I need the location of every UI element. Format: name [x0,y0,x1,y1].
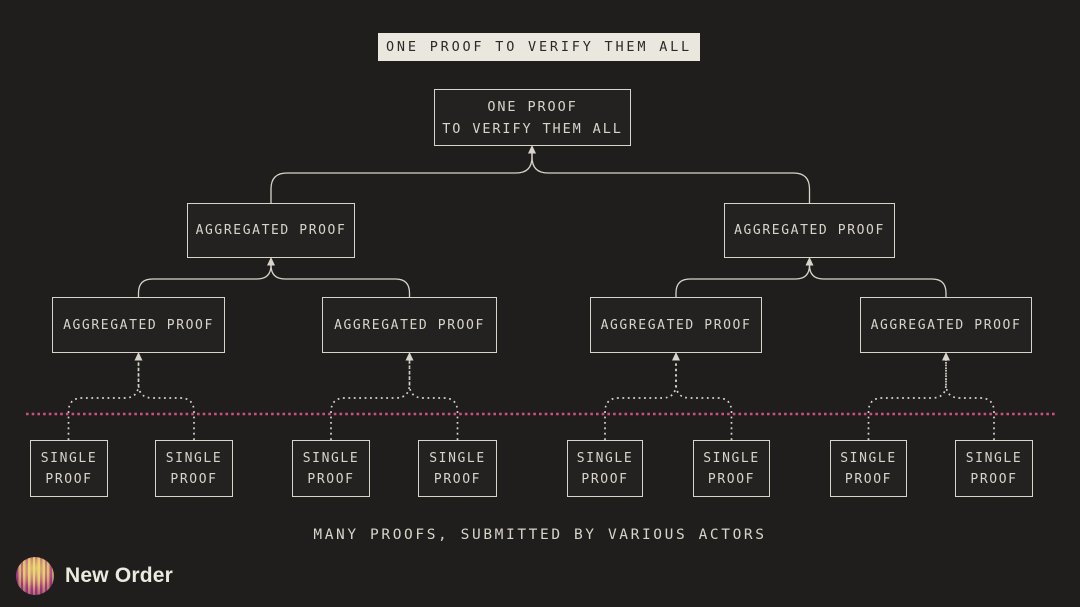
node-label: SINGLE [576,450,634,466]
node-single-proof-8: SINGLE PROOF [955,440,1033,497]
node-aggregated-proof-l3-2: AGGREGATED PROOF [322,297,497,353]
node-single-proof-6: SINGLE PROOF [693,440,770,497]
node-label: AGGREGATED PROOF [870,317,1022,333]
node-label: PROOF [307,471,355,487]
logo: New Order [16,556,173,596]
node-single-proof-7: SINGLE PROOF [830,440,907,497]
node-label: PROOF [45,471,93,487]
node-label: PROOF [581,471,629,487]
node-label: SINGLE [302,450,360,466]
caption: MANY PROOFS, SUBMITTED BY VARIOUS ACTORS [313,527,767,543]
node-label: AGGREGATED PROOF [600,317,752,333]
node-label: PROOF [707,471,756,487]
node-aggregated-proof-l3-3: AGGREGATED PROOF [590,297,762,353]
new-order-logo-icon [16,557,54,595]
logo-text: New Order [65,564,173,587]
node-single-proof-1: SINGLE PROOF [30,440,108,497]
node-label: SINGLE [703,450,760,466]
node-label: PROOF [433,471,482,487]
node-label: SINGLE [840,450,897,466]
node-label: AGGREGATED PROOF [63,317,214,333]
node-label: AGGREGATED PROOF [734,223,885,238]
node-label: PROOF [170,471,218,487]
node-label: AGGREGATED PROOF [334,317,485,333]
node-label: AGGREGATED PROOF [195,223,347,238]
node-label: SINGLE [965,450,1023,466]
node-aggregated-proof-l2-right: AGGREGATED PROOF [724,203,895,258]
node-aggregated-proof-l3-1: AGGREGATED PROOF [52,297,225,353]
node-label: PROOF [970,471,1018,487]
node-label: ONE PROOF [487,98,578,115]
title-banner: ONE PROOF TO VERIFY THEM ALL [378,33,700,61]
node-label: SINGLE [429,450,486,466]
node-single-proof-4: SINGLE PROOF [418,440,497,497]
node-aggregated-proof-l3-4: AGGREGATED PROOF [860,297,1032,353]
node-single-proof-5: SINGLE PROOF [567,440,643,497]
node-single-proof-3: SINGLE PROOF [292,440,370,497]
node-label: TO VERIFY THEM ALL [442,120,623,137]
node-single-proof-2: SINGLE PROOF [155,440,233,497]
node-label: PROOF [844,471,893,487]
node-aggregated-proof-l2-left: AGGREGATED PROOF [187,203,355,258]
node-label: SINGLE [40,450,98,466]
node-one-proof: ONE PROOF TO VERIFY THEM ALL [434,89,631,146]
node-label: SINGLE [165,450,223,466]
